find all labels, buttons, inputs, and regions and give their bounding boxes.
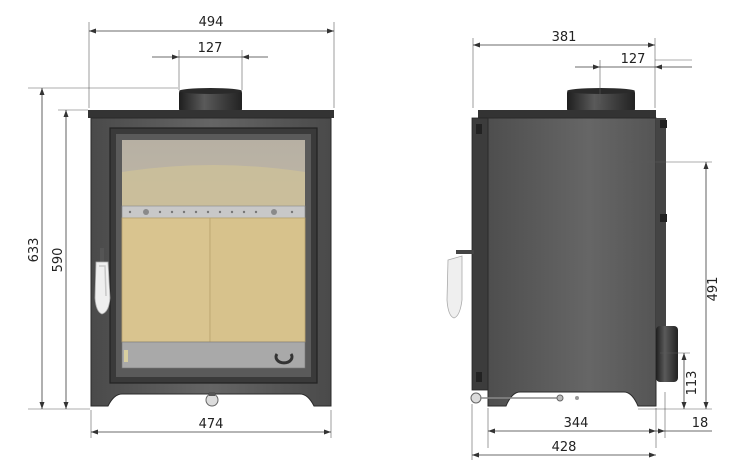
front-door-handle bbox=[94, 248, 111, 315]
dim-bottom-outlet-height-label: 113 bbox=[685, 371, 700, 396]
side-riddle-rod bbox=[470, 392, 564, 404]
front-baffle bbox=[122, 165, 305, 206]
front-dimensions: 494 127 633 590 474 bbox=[27, 15, 335, 438]
side-flue-collar bbox=[567, 90, 635, 112]
side-view bbox=[446, 88, 678, 407]
side-dimensions: 381 127 491 113 344 18 428 bbox=[471, 30, 721, 460]
dim-body-height-label: 590 bbox=[51, 248, 66, 273]
front-top-plate bbox=[88, 110, 334, 118]
dim-overall-height-label: 633 bbox=[27, 238, 42, 263]
dim-rear-outlet-height-label: 491 bbox=[706, 277, 721, 302]
front-grate bbox=[121, 341, 306, 369]
dim-flue-offset-label: 127 bbox=[621, 52, 646, 67]
front-firebrick-left bbox=[121, 217, 211, 343]
side-door-handle bbox=[446, 250, 474, 319]
front-air-slider bbox=[124, 350, 128, 362]
dim-top-depth-label: 381 bbox=[552, 30, 577, 45]
dim-base-width-label: 474 bbox=[199, 417, 224, 432]
front-flue-collar bbox=[179, 90, 242, 112]
dim-flue-width-label: 127 bbox=[198, 41, 223, 56]
dim-overall-depth-label: 428 bbox=[552, 440, 577, 455]
dim-leg-width-label: 344 bbox=[564, 416, 589, 431]
side-rear-outlet bbox=[656, 326, 678, 382]
front-baffle-rail bbox=[121, 205, 306, 219]
side-door-edge bbox=[471, 117, 489, 391]
side-stove-body bbox=[487, 117, 657, 407]
front-flue-rim bbox=[179, 88, 242, 94]
side-rear-edge bbox=[656, 118, 666, 368]
dim-leg-offset-label: 18 bbox=[692, 416, 709, 431]
front-firebrick-right bbox=[209, 217, 306, 343]
front-rail-dots bbox=[128, 209, 294, 215]
front-control-knob bbox=[274, 353, 294, 365]
dim-overall-width-label: 494 bbox=[199, 15, 224, 30]
side-top-plate bbox=[478, 110, 656, 118]
front-view bbox=[88, 88, 334, 407]
